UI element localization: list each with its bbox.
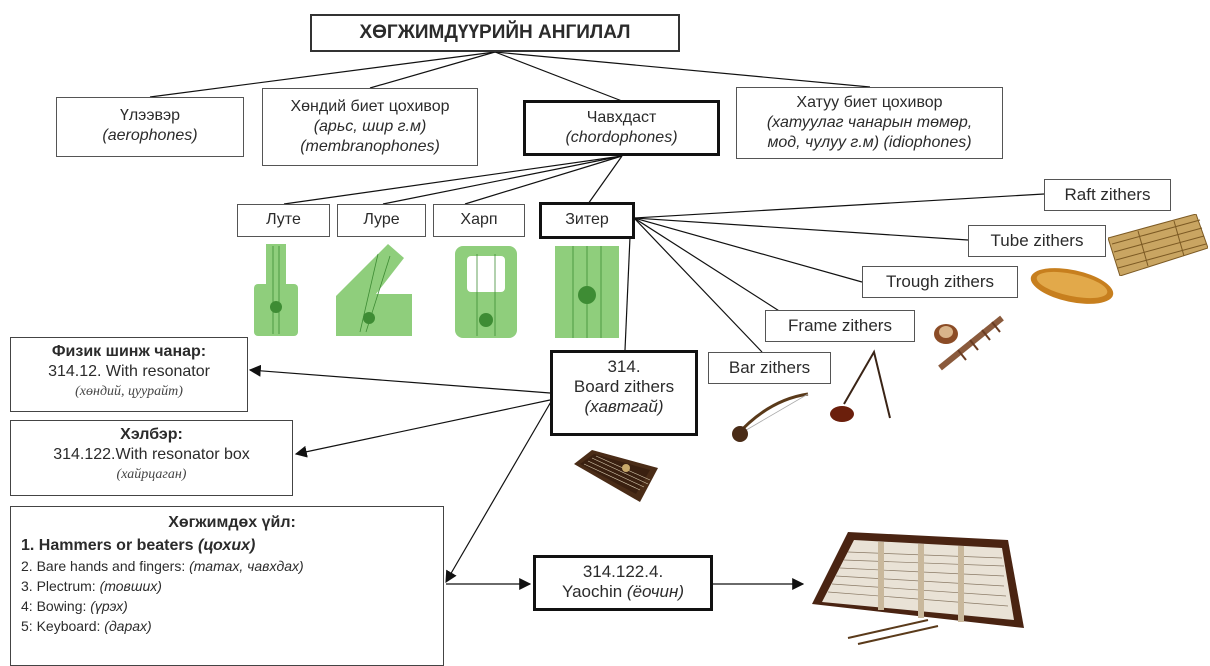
raft-zither-image xyxy=(1108,214,1208,276)
physical-box: Физик шинж чанар: 314.12. With resonator… xyxy=(10,337,248,412)
board-zithers-box: 314. Board zithers (хавтгай) xyxy=(550,350,698,436)
tube-zither-image xyxy=(1030,268,1114,304)
action-item-3: 3. Plectrum: (товших) xyxy=(21,578,162,594)
trough-zithers-box: Trough zithers xyxy=(862,266,1018,298)
action-heading: Хөгжимдөх үйл: xyxy=(168,514,296,531)
trough-zithers-label: Trough zithers xyxy=(885,272,995,291)
chordophones-name: Чавхдаст xyxy=(586,109,657,126)
raft-zithers-label: Raft zithers xyxy=(1064,185,1151,204)
form-value: 314.122.With resonator box xyxy=(53,446,250,463)
action-item-4: 4: Bowing: (үрэх) xyxy=(21,598,128,614)
chordophones-latin: (chordophones) xyxy=(565,129,678,146)
harp-glyph xyxy=(455,246,517,338)
yaochin-box: 314.122.4. Yaochin (ёочин) xyxy=(533,555,713,611)
membranophones-name: Хөндий биет цохивор xyxy=(290,98,450,115)
action-item-1: 1. Hammers or beaters (цохих) xyxy=(21,537,256,554)
physical-value: 314.12. With resonator xyxy=(48,363,210,380)
lyre-box: Луре xyxy=(337,204,426,237)
action-item-5: 5: Keyboard: (дарах) xyxy=(21,618,152,634)
lyre-glyph xyxy=(336,244,412,336)
membranophones-sub: (арьс, шир г.м) xyxy=(313,118,427,135)
idiophones-box: Хатуу биет цохивор (хатуулаг чанарын төм… xyxy=(736,87,1003,159)
lute-glyph xyxy=(254,244,298,336)
trough-zither-image xyxy=(934,315,1004,371)
board-local: (хавтгай) xyxy=(584,397,664,416)
tube-zithers-label: Tube zithers xyxy=(990,231,1084,250)
zither-box: Зитер xyxy=(539,202,635,239)
frame-zither-image xyxy=(830,349,891,422)
bar-zither-image xyxy=(732,392,809,442)
chordophones-box: Чавхдаст (chordophones) xyxy=(523,100,720,156)
action-box: Хөгжимдөх үйл: 1. Hammers or beaters (цо… xyxy=(10,506,444,666)
title-box: ХӨГЖИМДҮҮРИЙН АНГИЛАЛ xyxy=(310,14,680,52)
raft-zithers-box: Raft zithers xyxy=(1044,179,1171,211)
bar-zithers-box: Bar zithers xyxy=(708,352,831,384)
lute-label: Луте xyxy=(266,211,301,228)
bar-zithers-label: Bar zithers xyxy=(728,358,811,377)
page-title: ХӨГЖИМДҮҮРИЙН АНГИЛАЛ xyxy=(359,22,631,43)
yaochin-image xyxy=(812,532,1024,645)
zither-glyph xyxy=(555,246,619,338)
aerophones-latin: (aerophones) xyxy=(102,127,198,144)
idiophones-name: Хатуу биет цохивор xyxy=(796,94,943,111)
membranophones-latin: (membranophones) xyxy=(300,138,440,155)
frame-zithers-label: Frame zithers xyxy=(788,316,892,335)
form-heading: Хэлбэр: xyxy=(120,426,183,443)
membranophones-box: Хөндий биет цохивор (арьс, шир г.м) (mem… xyxy=(262,88,478,166)
aerophones-box: Үлээвэр (aerophones) xyxy=(56,97,244,157)
lute-box: Луте xyxy=(237,204,330,237)
lyre-label: Луре xyxy=(363,211,400,228)
physical-local: (хөндий, цуурайт) xyxy=(75,384,183,399)
action-item-2: 2. Bare hands and fingers: (татах, чавхд… xyxy=(21,558,304,574)
form-box: Хэлбэр: 314.122.With resonator box (хайр… xyxy=(10,420,293,496)
harp-box: Харп xyxy=(433,204,525,237)
physical-heading: Физик шинж чанар: xyxy=(51,343,207,360)
idiophones-sub2: мод, чулуу г.м) (idiophones) xyxy=(767,134,972,151)
yaochin-name-line: Yaochin (ёочин) xyxy=(562,582,684,601)
zither-label: Зитер xyxy=(565,211,609,228)
aerophones-name: Үлээвэр xyxy=(119,107,181,124)
frame-zithers-box: Frame zithers xyxy=(765,310,915,342)
board-zither-image xyxy=(574,450,658,502)
tube-zithers-box: Tube zithers xyxy=(968,225,1106,257)
idiophones-sub1: (хатуулаг чанарын төмөр, xyxy=(766,114,973,131)
form-local: (хайрцаган) xyxy=(116,467,187,482)
board-name: Board zithers xyxy=(573,377,675,396)
harp-label: Харп xyxy=(460,211,498,228)
board-code: 314. xyxy=(607,357,641,376)
yaochin-code: 314.122.4. xyxy=(582,562,664,581)
